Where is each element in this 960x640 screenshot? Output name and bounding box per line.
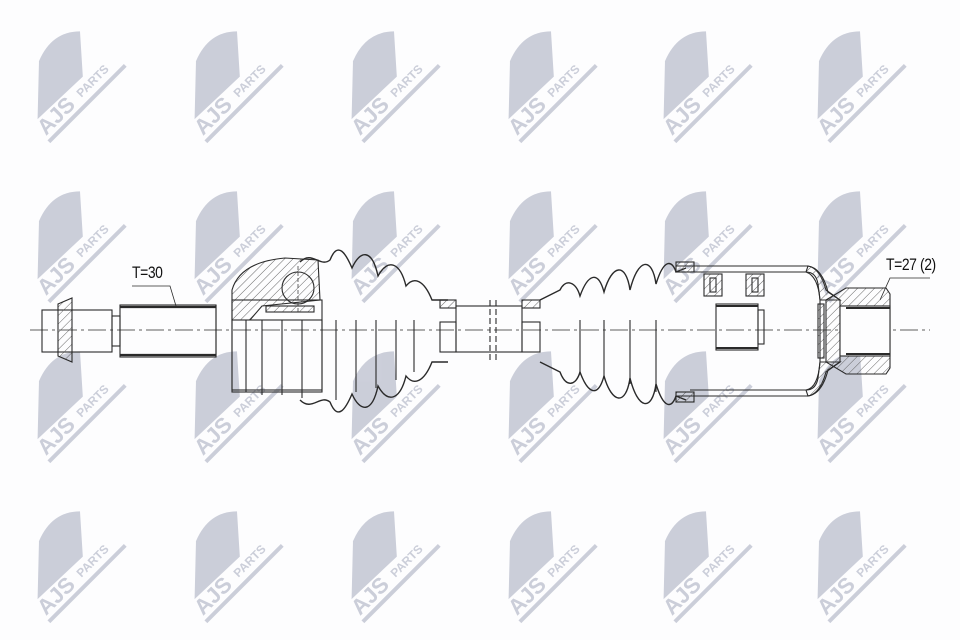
leader-left (132, 285, 177, 307)
spline-count-label-left: T=30 (132, 263, 163, 282)
inner-boot (521, 262, 687, 406)
outer-stub-axle (41, 297, 217, 363)
outer-boot (299, 249, 457, 413)
leader-right (879, 277, 930, 301)
outer-cv-joint (231, 257, 323, 398)
spline-count-label-right: T=27 (2) (886, 255, 936, 274)
inner-tripod-joint (675, 261, 842, 403)
inner-spline-stub (825, 287, 891, 375)
